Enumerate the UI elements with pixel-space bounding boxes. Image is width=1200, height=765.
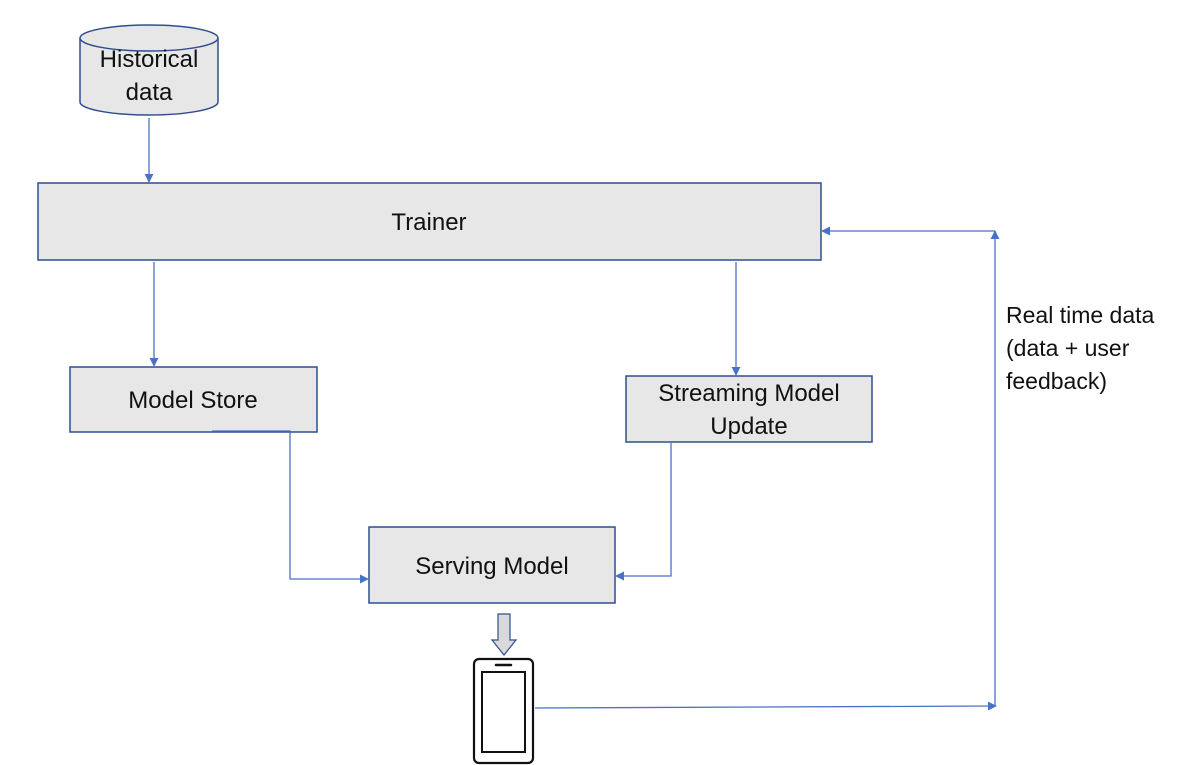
streaming-model-update-box bbox=[625, 375, 873, 443]
arrow-device-to-feedback bbox=[534, 701, 997, 711]
smartphone-icon bbox=[472, 657, 535, 765]
streaming-model-update-node: Streaming Model Update bbox=[625, 375, 873, 443]
database-cylinder-top bbox=[79, 24, 219, 52]
serving-model-label: Serving Model bbox=[415, 553, 568, 580]
streaming-model-update-label-line1: Streaming Model bbox=[658, 380, 839, 407]
serving-model-box bbox=[368, 526, 616, 604]
trainer-box bbox=[37, 182, 822, 261]
trainer-node: Trainer bbox=[37, 182, 822, 261]
historical-data-label-line2: data bbox=[126, 79, 173, 106]
historical-data-node: Historical data bbox=[79, 24, 219, 116]
model-store-box bbox=[69, 366, 318, 433]
realtime-data-label-line1: Real time data bbox=[1006, 302, 1155, 328]
realtime-data-label-line2: (data + user bbox=[1006, 335, 1130, 361]
serving-model-node: Serving Model bbox=[368, 526, 616, 604]
model-store-node: Model Store bbox=[69, 366, 318, 433]
arrow-model-store-to-serving bbox=[212, 430, 369, 584]
realtime-data-label-line3: feedback) bbox=[1006, 368, 1107, 394]
realtime-data-label: Real time data (data + user feedback) bbox=[1006, 302, 1155, 394]
historical-data-label-line1: Historical bbox=[100, 46, 199, 73]
model-store-label: Model Store bbox=[128, 387, 257, 414]
database-cylinder-icon bbox=[79, 38, 219, 116]
streaming-model-update-label-line2: Update bbox=[710, 413, 787, 440]
arrow-streaming-update-to-serving bbox=[615, 443, 672, 581]
trainer-label: Trainer bbox=[391, 209, 466, 236]
down-arrow-icon bbox=[490, 613, 518, 656]
